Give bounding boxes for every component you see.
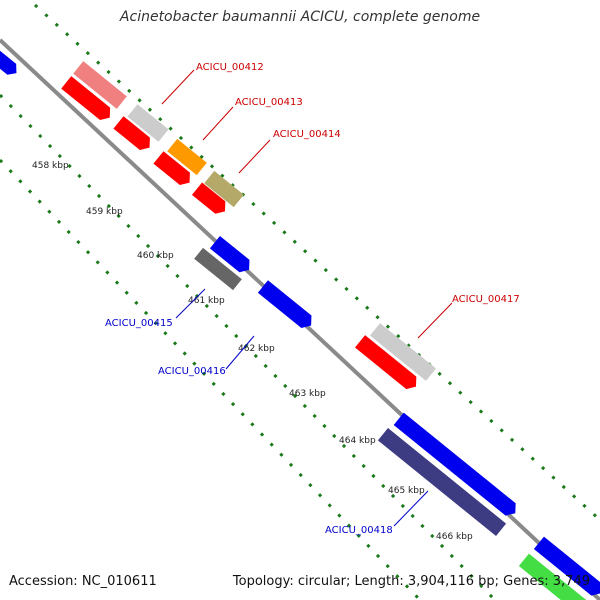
tick-label: 461 kbp	[188, 296, 225, 306]
gene-feature-acicu-00414[interactable]	[167, 138, 207, 176]
gene-arrow-red-00417[interactable]	[354, 335, 421, 393]
gene-arrow-red-2[interactable]	[113, 116, 154, 154]
summary-text: Topology: circular; Length: 3,904,116 bp…	[232, 574, 590, 589]
tick-label: 465 kbp	[388, 486, 425, 496]
gene-label-acicu-00418[interactable]: ACICU_00418	[325, 525, 393, 536]
tick-label: 463 kbp	[289, 389, 326, 399]
tick-label: 460 kbp	[137, 251, 174, 261]
gene-feature-acicu-00413[interactable]	[127, 104, 169, 142]
gene-arrow-red-4[interactable]	[191, 182, 230, 217]
gene-label-acicu-00414[interactable]: ACICU_00414	[273, 129, 341, 140]
gene-label-acicu-00417[interactable]: ACICU_00417	[452, 294, 520, 305]
gene-label-acicu-00416[interactable]: ACICU_00416	[158, 366, 226, 377]
gene-arrow-red-1[interactable]	[61, 76, 115, 124]
leader-line-00415	[175, 288, 206, 319]
gene-arrow-blue-460[interactable]	[209, 235, 254, 276]
tick-label: 458 kbp	[32, 161, 69, 171]
dotted-ring-inner-2	[0, 158, 422, 600]
tick-label: 459 kbp	[86, 207, 123, 217]
gene-feature-acicu-00418[interactable]	[377, 427, 507, 537]
gene-feature-acicu-00416[interactable]	[257, 280, 316, 331]
gene-label-acicu-00412[interactable]: ACICU_00412	[196, 62, 264, 73]
tick-label: 462 kbp	[238, 344, 275, 354]
gene-arrow-blue-edge[interactable]	[0, 47, 21, 78]
dotted-ring-inner-1	[0, 93, 497, 600]
leader-line-00418	[393, 490, 429, 527]
leader-line-00417	[417, 302, 453, 339]
dotted-ring-outer	[33, 3, 600, 522]
leader-line-00412	[161, 69, 195, 105]
gene-feature-acicu-00415[interactable]	[194, 247, 242, 291]
leader-line-00414	[238, 139, 271, 174]
gene-arrow-red-3[interactable]	[153, 151, 194, 189]
gene-feature-acicu-00417[interactable]	[369, 323, 437, 381]
gene-arrow-blue-corner[interactable]	[533, 536, 600, 600]
leader-line-00416	[225, 335, 255, 370]
leader-line-00413	[202, 106, 234, 141]
gene-label-acicu-00415[interactable]: ACICU_00415	[105, 318, 173, 329]
gene-label-acicu-00413[interactable]: ACICU_00413	[235, 97, 303, 108]
tick-label: 464 kbp	[339, 436, 376, 446]
gene-arrow-blue-00418[interactable]	[393, 412, 521, 520]
gene-feature-olive[interactable]	[204, 170, 244, 208]
map-title: Acinetobacter baumannii ACICU, complete …	[119, 9, 481, 25]
accession-text: Accession: NC_010611	[9, 574, 157, 589]
gene-feature-acicu-00412[interactable]	[73, 61, 127, 109]
gene-feature-green[interactable]	[518, 553, 591, 600]
tick-label: 466 kbp	[436, 532, 473, 542]
